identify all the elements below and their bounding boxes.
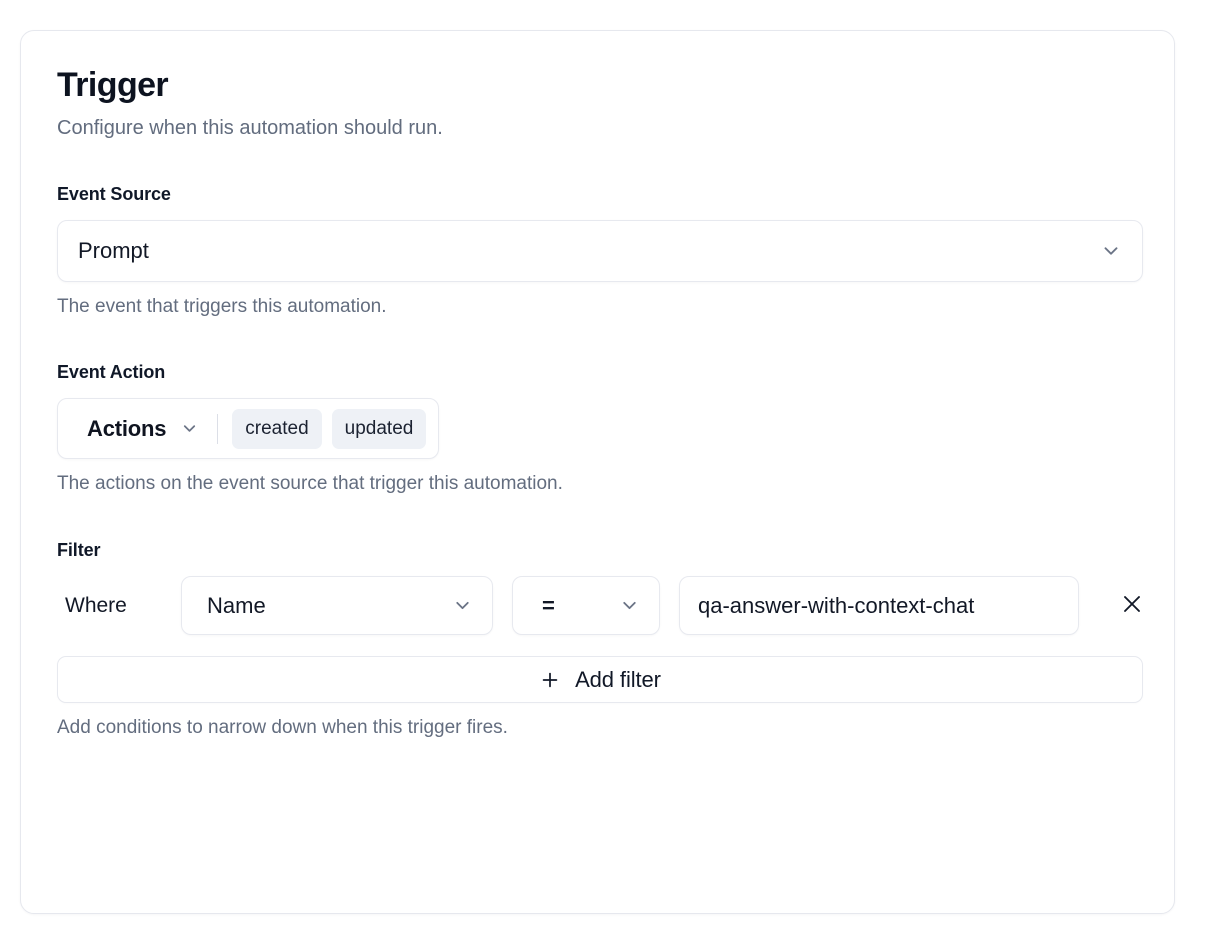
event-source-select[interactable]: Prompt [57,220,1143,282]
filter-operator-value: = [542,592,555,618]
event-action-trigger-label: Actions [87,415,167,441]
chevron-down-icon [452,595,473,616]
remove-filter-button[interactable] [1112,586,1152,626]
chevron-down-icon [180,419,199,438]
filter-field-select[interactable]: Name [181,576,493,635]
filter-help: Add conditions to narrow down when this … [57,717,508,738]
event-action-help: The actions on the event source that tri… [57,473,563,494]
event-action-chip-list: created updated [232,408,427,449]
event-source-label: Event Source [57,184,171,204]
event-source-section: Event Source Prompt The event that trigg… [57,183,1143,319]
plus-icon [539,669,561,691]
event-action-combo: Actions created updated [57,398,440,459]
filter-operator-select[interactable]: = [512,576,660,635]
combo-divider [217,413,219,444]
event-action-label: Event Action [57,362,166,382]
filter-row: Where Name = [57,576,1140,635]
event-action-dropdown-trigger[interactable]: Actions [58,399,217,458]
chevron-down-icon [1100,240,1122,262]
filter-value-wrapper[interactable] [679,576,1079,635]
add-filter-label: Add filter [575,666,661,692]
event-action-section: Event Action Actions created updated [57,361,1138,496]
add-filter-button[interactable]: Add filter [57,656,1143,703]
filter-value-input[interactable] [698,592,1060,619]
event-action-chip-created[interactable]: created [232,408,322,449]
trigger-card: Trigger Configure when this automation s… [20,30,1175,914]
event-source-help: The event that triggers this automation. [57,296,387,317]
event-source-value: Prompt [78,238,149,263]
page-title: Trigger [57,66,169,104]
filter-section: Filter Where Name = [57,539,1143,740]
chevron-down-icon [619,595,640,616]
close-icon [1120,592,1144,619]
event-action-chip-updated[interactable]: updated [331,408,427,449]
filter-where-label: Where [65,593,127,617]
filter-field-value: Name [207,592,266,618]
card-subtitle: Configure when this automation should ru… [57,117,443,139]
filter-label: Filter [57,540,101,560]
